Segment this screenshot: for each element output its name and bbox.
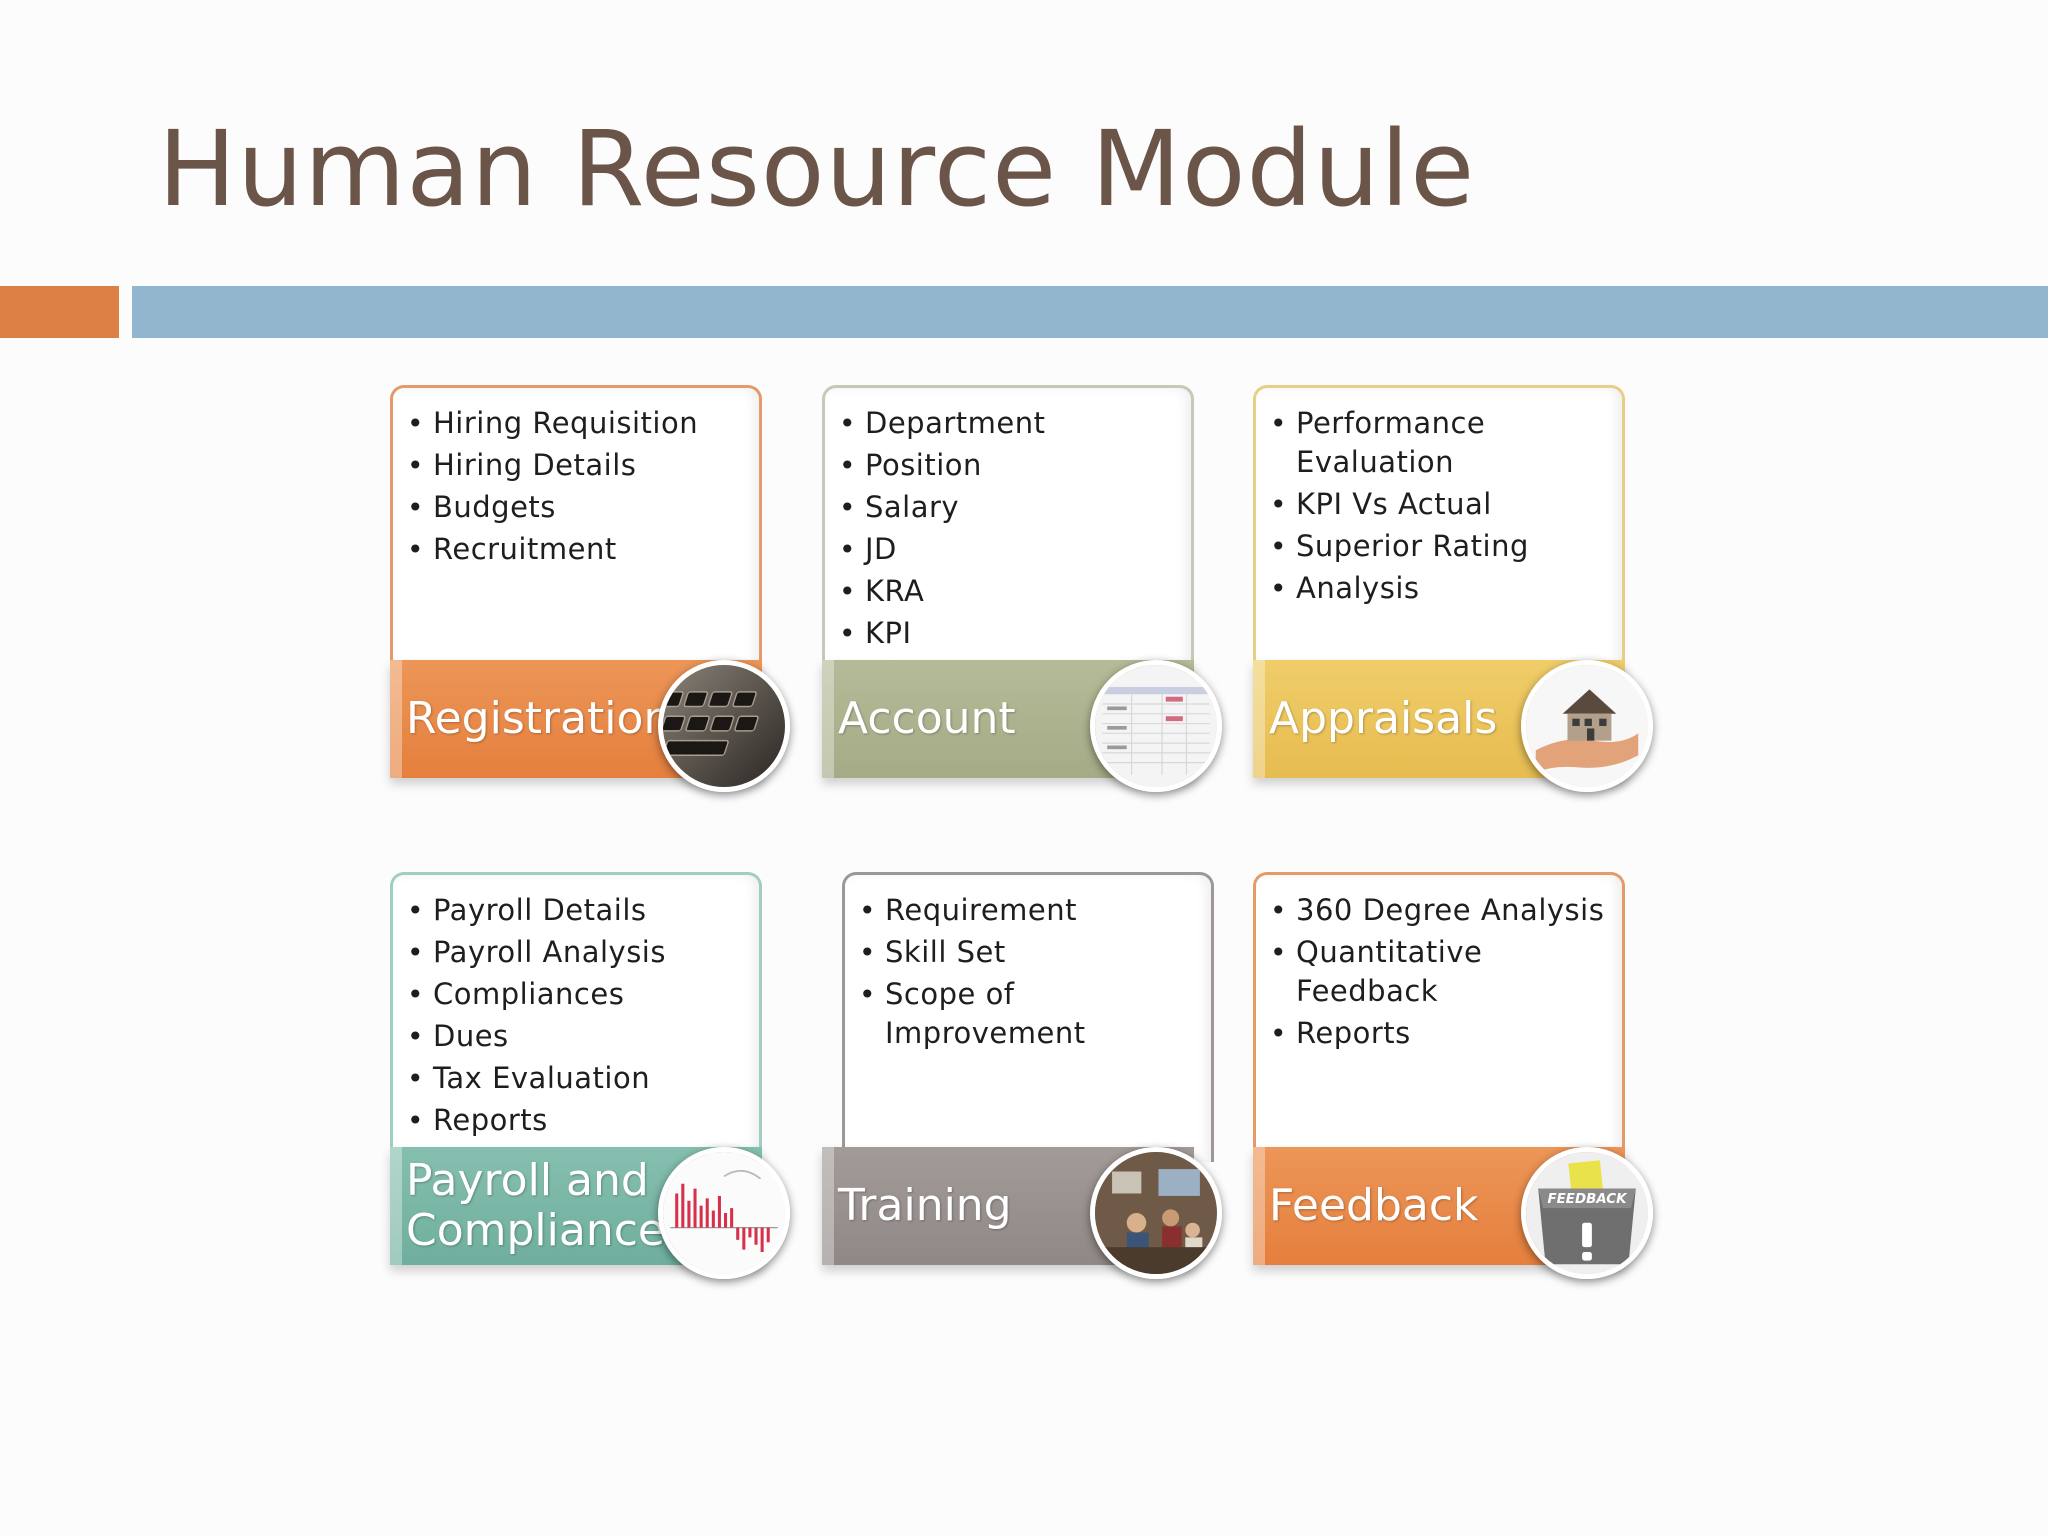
list-item: KPI bbox=[835, 614, 1179, 653]
list-item: Requirement bbox=[855, 891, 1199, 930]
list-item: JD bbox=[835, 530, 1179, 569]
list-item: Position bbox=[835, 446, 1179, 485]
training-items-box: Requirement Skill Set Scope of Improveme… bbox=[842, 872, 1214, 1162]
account-items: Department Position Salary JD KRA KPI bbox=[835, 404, 1179, 656]
list-item: Reports bbox=[403, 1101, 747, 1140]
title-accent-bar bbox=[0, 286, 119, 338]
list-item: Department bbox=[835, 404, 1179, 443]
list-item: Superior Rating bbox=[1266, 527, 1610, 566]
feedback-label: Feedback bbox=[1269, 1180, 1479, 1231]
list-item: Recruitment bbox=[403, 530, 747, 569]
feedback-badge-text: FEEDBACK bbox=[1547, 1192, 1628, 1207]
account-card: Department Position Salary JD KRA KPI Ac… bbox=[822, 385, 1242, 805]
training-card: Requirement Skill Set Scope of Improveme… bbox=[822, 872, 1242, 1292]
list-item: Dues bbox=[403, 1017, 747, 1056]
slide-title: Human Resource Module bbox=[158, 108, 1476, 230]
appraisals-items: Performance Evaluation KPI Vs Actual Sup… bbox=[1266, 404, 1610, 611]
list-item: Compliances bbox=[403, 975, 747, 1014]
list-item: Tax Evaluation bbox=[403, 1059, 747, 1098]
list-item: Payroll Analysis bbox=[403, 933, 747, 972]
list-item: Salary bbox=[835, 488, 1179, 527]
title-divider-bar bbox=[132, 286, 2048, 338]
list-item: Hiring Requisition bbox=[403, 404, 747, 443]
house-in-hand-icon bbox=[1521, 660, 1653, 792]
list-item: Payroll Details bbox=[403, 891, 747, 930]
spreadsheet-icon bbox=[1090, 660, 1222, 792]
training-items: Requirement Skill Set Scope of Improveme… bbox=[855, 891, 1199, 1056]
keyboard-icon bbox=[658, 660, 790, 792]
list-item: Performance Evaluation bbox=[1266, 404, 1610, 482]
feedback-card: 360 Degree Analysis Quantitative Feedbac… bbox=[1253, 872, 1673, 1292]
classroom-photo-icon bbox=[1090, 1147, 1222, 1279]
appraisals-label: Appraisals bbox=[1269, 693, 1498, 744]
list-item: 360 Degree Analysis bbox=[1266, 891, 1610, 930]
registration-card: Hiring Requisition Hiring Details Budget… bbox=[390, 385, 810, 805]
list-item: Skill Set bbox=[855, 933, 1199, 972]
account-items-box: Department Position Salary JD KRA KPI bbox=[822, 385, 1194, 675]
list-item: Budgets bbox=[403, 488, 747, 527]
list-item: KPI Vs Actual bbox=[1266, 485, 1610, 524]
feedback-items-box: 360 Degree Analysis Quantitative Feedbac… bbox=[1253, 872, 1625, 1162]
payroll-card: Payroll Details Payroll Analysis Complia… bbox=[390, 872, 810, 1292]
feedback-box-icon: FEEDBACK bbox=[1521, 1147, 1653, 1279]
registration-label: Registration bbox=[406, 693, 672, 744]
appraisals-items-box: Performance Evaluation KPI Vs Actual Sup… bbox=[1253, 385, 1625, 675]
list-item: Hiring Details bbox=[403, 446, 747, 485]
list-item: Analysis bbox=[1266, 569, 1610, 608]
payroll-label: Payroll and Compliance bbox=[406, 1155, 665, 1256]
list-item: Quantitative Feedback bbox=[1266, 933, 1610, 1011]
appraisals-card: Performance Evaluation KPI Vs Actual Sup… bbox=[1253, 385, 1673, 805]
training-label: Training bbox=[838, 1180, 1012, 1231]
bar-chart-icon bbox=[658, 1147, 790, 1279]
list-item: Reports bbox=[1266, 1014, 1610, 1053]
list-item: Scope of Improvement bbox=[855, 975, 1199, 1053]
feedback-items: 360 Degree Analysis Quantitative Feedbac… bbox=[1266, 891, 1610, 1056]
registration-items: Hiring Requisition Hiring Details Budget… bbox=[403, 404, 747, 572]
registration-items-box: Hiring Requisition Hiring Details Budget… bbox=[390, 385, 762, 675]
account-label: Account bbox=[838, 693, 1016, 744]
payroll-items-box: Payroll Details Payroll Analysis Complia… bbox=[390, 872, 762, 1162]
list-item: KRA bbox=[835, 572, 1179, 611]
payroll-items: Payroll Details Payroll Analysis Complia… bbox=[403, 891, 747, 1143]
